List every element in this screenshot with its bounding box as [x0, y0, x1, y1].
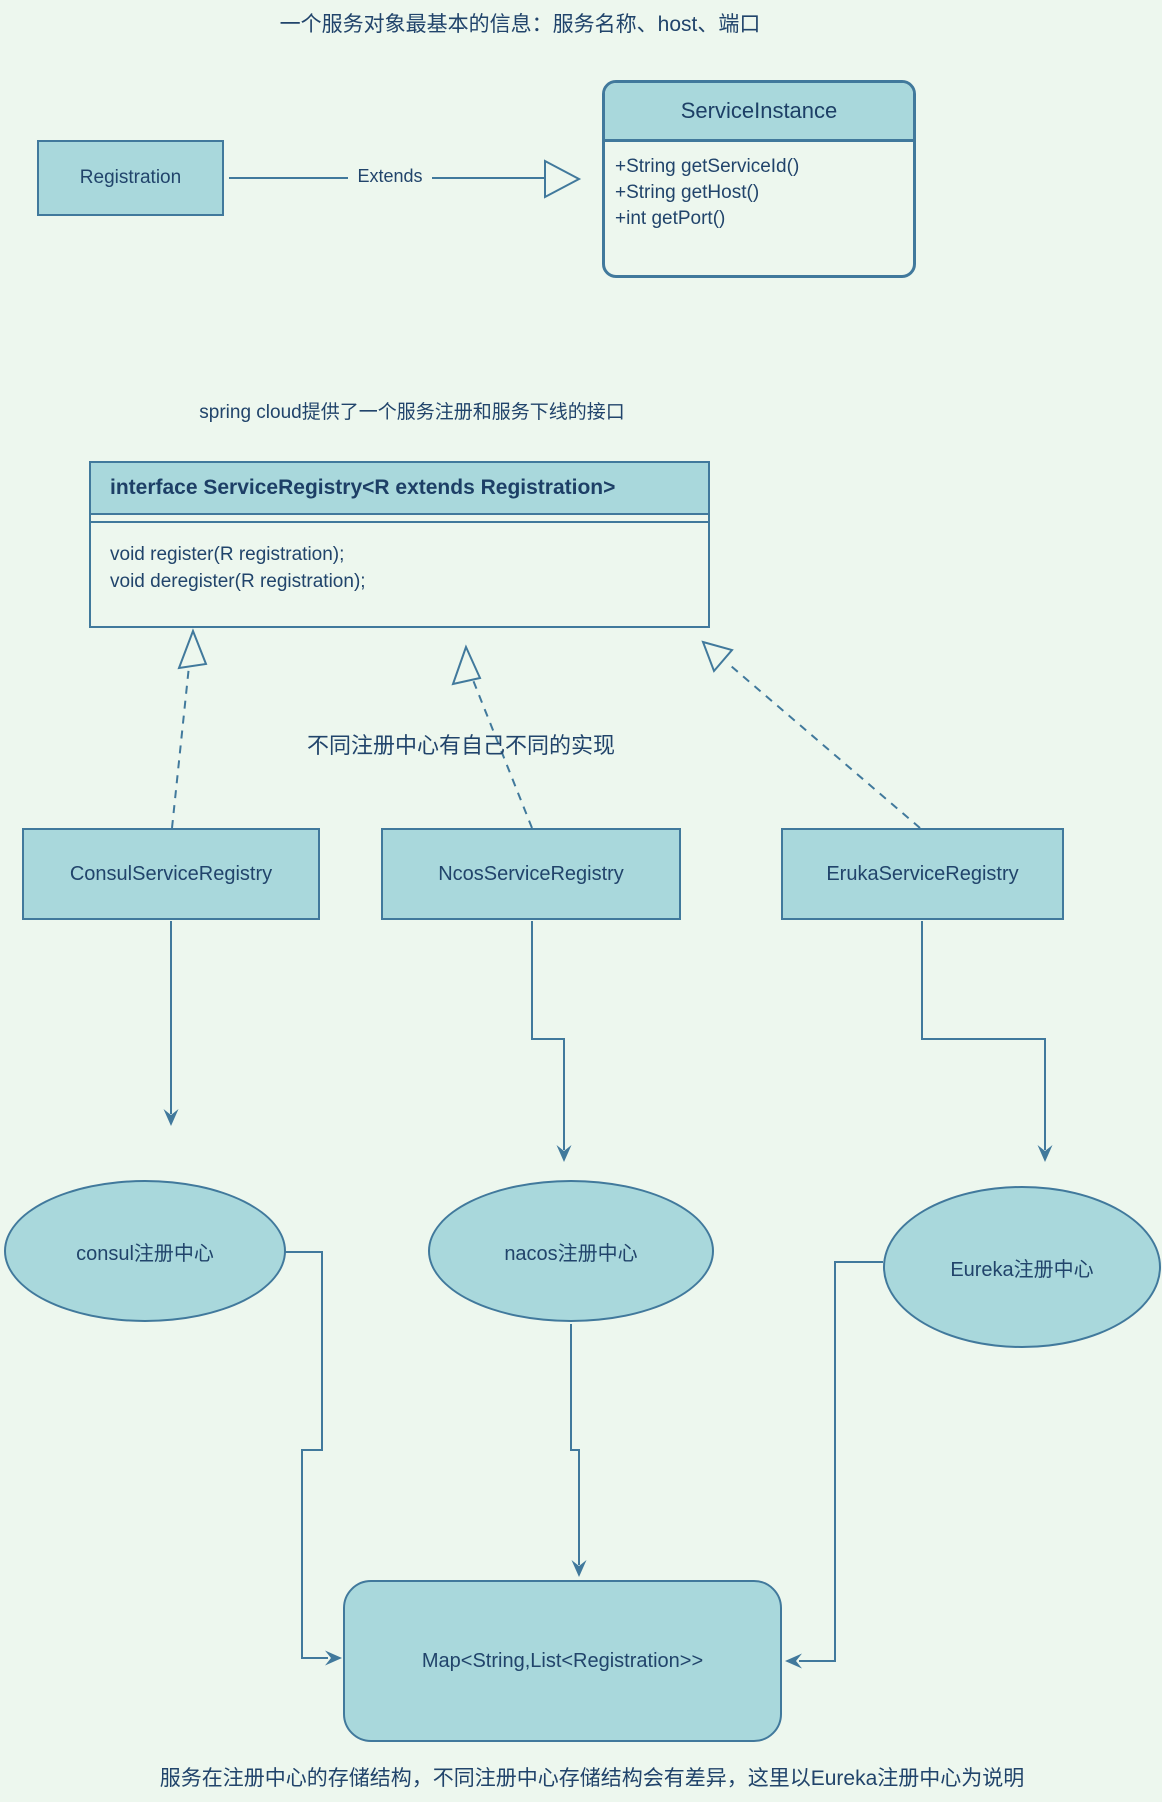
node-label: Eureka注册中心 [950, 1258, 1094, 1281]
connector-eureka-to-map [785, 1261, 883, 1669]
node-consul-registry-center: consul注册中心 [4, 1180, 286, 1322]
class-consul-service-registry: ConsulServiceRegistry [22, 828, 320, 920]
interface-method: void deregister(R registration); [110, 571, 366, 592]
interface-service-registry-title: interface ServiceRegistry<R extends Regi… [91, 463, 708, 515]
arrow-eruka-to-center [921, 921, 1053, 1162]
class-ncos-service-registry: NcosServiceRegistry [381, 828, 681, 920]
class-label: ErukaServiceRegistry [826, 862, 1019, 885]
storage-annotation: 服务在注册中心的存储结构，不同注册中心存储结构会有差异，这里以Eureka注册中… [159, 1767, 1025, 1790]
node-storage-map: Map<String,List<Registration>> [343, 1580, 782, 1742]
implementations-annotation: 不同注册中心有自己不同的实现 [306, 733, 615, 758]
interface-section-divider [91, 515, 708, 523]
class-method: +String getServiceId() [615, 156, 800, 177]
node-eureka-registry-center: Eureka注册中心 [883, 1186, 1161, 1348]
generalization-arrow-consul [171, 628, 208, 829]
arrow-ncos-to-center [531, 921, 572, 1162]
node-label: Map<String,List<Registration>> [421, 1649, 704, 1672]
class-label: ConsulServiceRegistry [69, 862, 273, 885]
node-label: consul注册中心 [76, 1242, 214, 1265]
connector-consul-to-map [283, 1251, 342, 1666]
class-method: +String getHost() [615, 182, 760, 203]
class-eruka-service-registry: ErukaServiceRegistry [781, 828, 1064, 920]
generalization-arrow-eruka [701, 640, 921, 829]
top-annotation: 一个服务对象最基本的信息：服务名称、host、端口 [279, 13, 761, 36]
class-method: +int getPort() [615, 208, 726, 229]
arrow-consul-to-center [163, 921, 179, 1126]
class-service-instance-body: +String getServiceId() +String getHost()… [605, 142, 913, 232]
interface-service-registry-body: void register(R registration); void dere… [91, 523, 708, 595]
node-label: nacos注册中心 [504, 1242, 638, 1265]
class-label: NcosServiceRegistry [438, 862, 624, 885]
interface-annotation: spring cloud提供了一个服务注册和服务下线的接口 [199, 402, 625, 423]
connector-nacos-to-map [570, 1324, 587, 1577]
extends-label: Extends [348, 166, 432, 187]
class-service-instance-title: ServiceInstance [605, 83, 913, 142]
generalization-arrow-ncos [451, 644, 533, 829]
interface-method: void register(R registration); [110, 544, 345, 565]
class-registration: Registration [37, 140, 224, 216]
class-registration-label: Registration [79, 167, 182, 188]
node-nacos-registry-center: nacos注册中心 [428, 1180, 714, 1322]
interface-service-registry: interface ServiceRegistry<R extends Regi… [89, 461, 710, 628]
class-service-instance: ServiceInstance +String getServiceId() +… [602, 80, 916, 278]
